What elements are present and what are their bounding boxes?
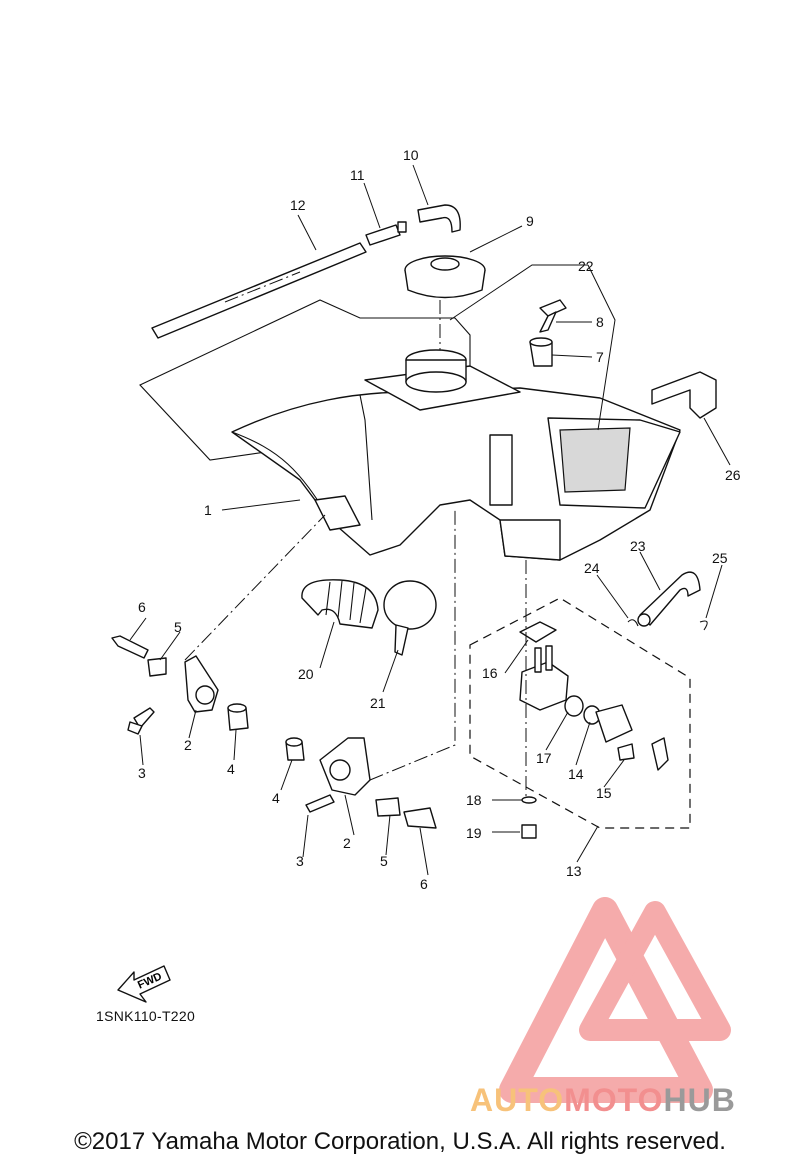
fuel-cock-assembly — [469, 597, 691, 839]
drawing-code: 1SNK110-T220 — [96, 1008, 196, 1024]
callout-2: 2 — [184, 737, 192, 753]
breather-hose — [417, 204, 461, 233]
watermark-logo — [499, 897, 731, 1103]
callout-13: 13 — [566, 863, 582, 879]
band-21 — [383, 580, 437, 656]
callout-5: 5 — [174, 619, 182, 635]
forward-arrow: FWD — [117, 965, 171, 1003]
fuel-cap — [404, 255, 486, 299]
callout-21: 21 — [370, 695, 386, 711]
watermark-part-hub: HUB — [663, 1082, 736, 1118]
callout-11: 11 — [350, 167, 365, 183]
fuel-hose — [637, 571, 701, 627]
callout-9: 9 — [526, 213, 534, 229]
callout-6: 6 — [138, 599, 146, 615]
damper-20 — [301, 579, 379, 629]
watermark-text: AUTOMOTOHUB — [470, 1082, 736, 1119]
callout-4: 4 — [227, 761, 235, 777]
callout-15: 15 — [596, 785, 612, 801]
callout-10: 10 — [403, 147, 419, 163]
callout-24: 24 — [584, 560, 600, 576]
collar-7 — [529, 337, 553, 367]
callout-7: 7 — [596, 349, 604, 365]
callout-14: 14 — [568, 766, 584, 782]
callout-20: 20 — [298, 666, 314, 682]
watermark-part-moto: MOTO — [564, 1082, 664, 1118]
watermark-part-auto: AUTO — [470, 1082, 565, 1118]
callout-5-right: 5 — [380, 853, 388, 869]
callout-22: 22 — [578, 258, 594, 274]
callout-2-right: 2 — [343, 835, 351, 851]
callout-25: 25 — [712, 550, 728, 566]
bolt-8 — [539, 299, 567, 333]
leader-lines — [129, 164, 731, 876]
callout-19: 19 — [466, 825, 482, 841]
callout-4-right: 4 — [272, 790, 280, 806]
callout-6-right: 6 — [420, 876, 428, 892]
right-mount-group — [285, 737, 437, 829]
callout-3: 3 — [138, 765, 146, 781]
callout-16: 16 — [482, 665, 498, 681]
callout-8: 8 — [596, 314, 604, 330]
vent-tube — [151, 242, 367, 339]
callout-3-right: 3 — [296, 853, 304, 869]
copyright-notice: ©2017 Yamaha Motor Corporation, U.S.A. A… — [74, 1128, 726, 1155]
hose-clip — [627, 619, 708, 631]
callout-18: 18 — [466, 792, 482, 808]
fuel-tank — [231, 349, 681, 561]
hose-joint — [365, 221, 407, 246]
callout-26: 26 — [725, 467, 741, 483]
callout-1: 1 — [204, 502, 212, 518]
callout-17: 17 — [536, 750, 552, 766]
bracket-26 — [651, 371, 717, 419]
left-mount-group — [111, 635, 249, 735]
callout-labels: 1 2 3 4 5 6 7 8 9 10 11 12 13 14 15 16 1… — [138, 147, 741, 892]
callout-23: 23 — [630, 538, 646, 554]
callout-12: 12 — [290, 197, 306, 213]
